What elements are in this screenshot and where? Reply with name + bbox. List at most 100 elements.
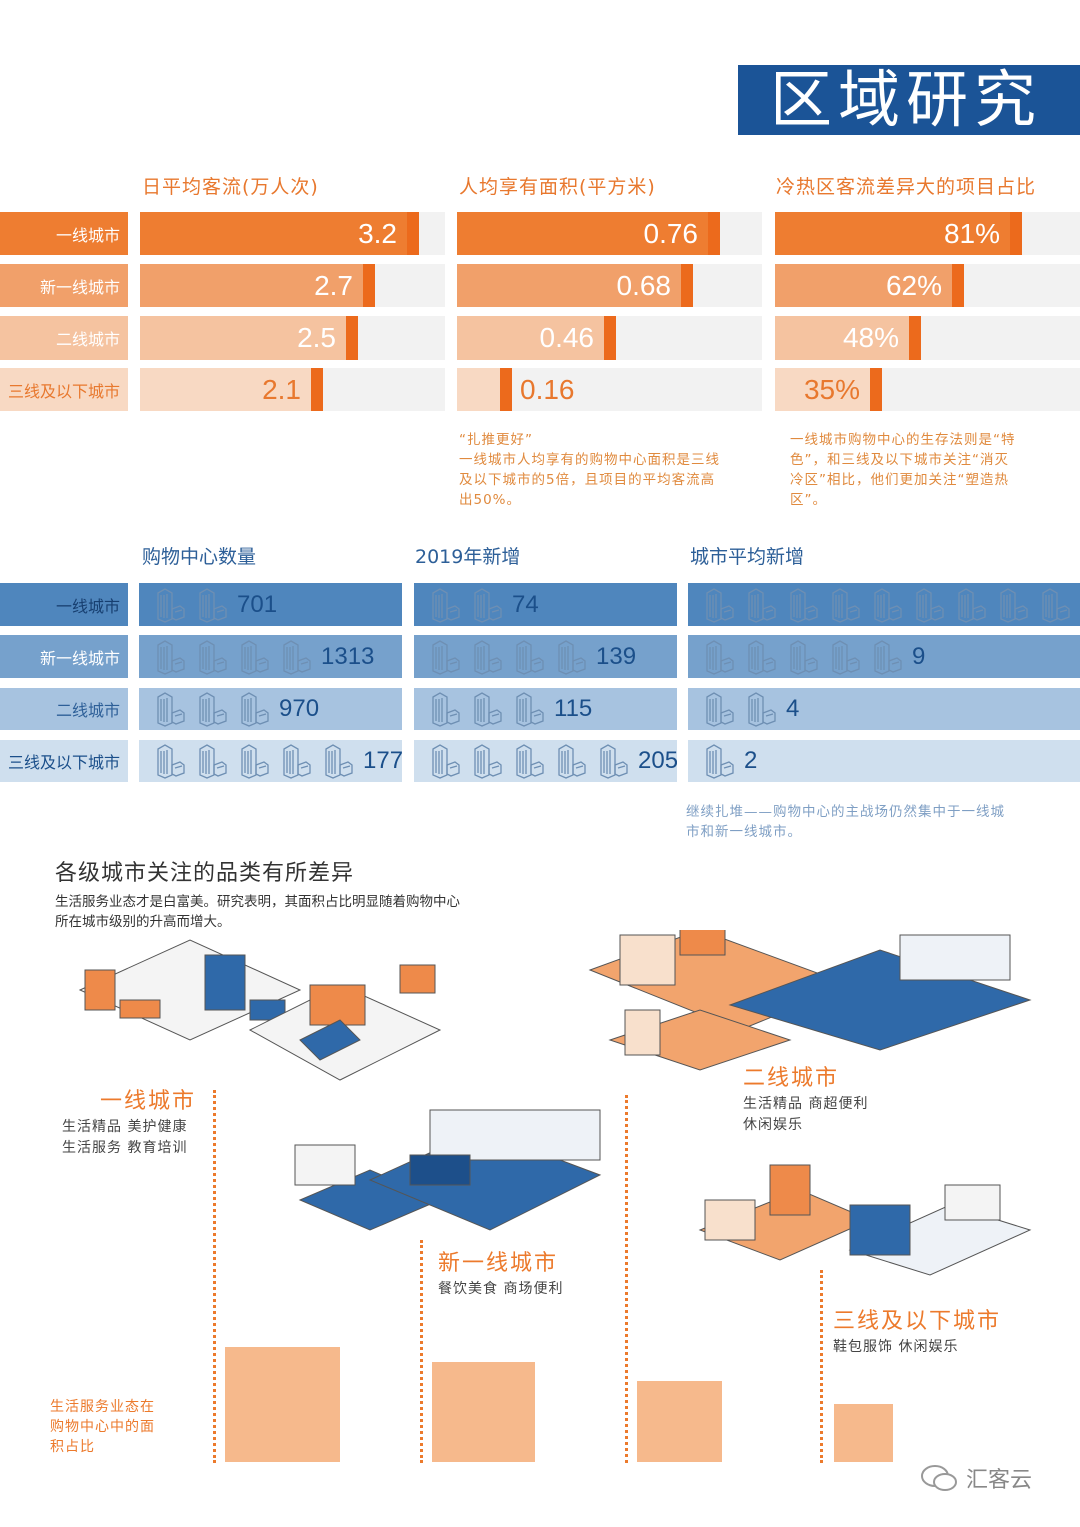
- building-icon: [958, 587, 986, 623]
- building-icon: [1000, 587, 1028, 623]
- bar: [140, 212, 419, 255]
- bar-track: 2.1: [140, 368, 445, 411]
- building-icon: [474, 744, 502, 779]
- building-icon: [241, 692, 269, 727]
- page-title: 区域研究: [770, 65, 1043, 135]
- building-icon: [748, 587, 776, 623]
- bar-end-marker: [407, 212, 419, 255]
- bar: [140, 264, 375, 307]
- note-line: “扎推更好”: [459, 432, 533, 448]
- building-icon: [432, 692, 460, 727]
- building-icon: [790, 587, 818, 623]
- table-title-new: 2019年新增: [415, 546, 521, 568]
- section-desc: 生活服务业态才是白富美。研究表明，其面积占比明显随着购物中心所在城市级别的升高而…: [55, 892, 460, 932]
- table-cell: 19: [688, 583, 1080, 626]
- category-line: 休闲娱乐: [743, 1117, 803, 1133]
- category-line: 餐饮美食 商场便利: [438, 1281, 564, 1297]
- building-icon: [706, 587, 734, 623]
- bar-track: 48%: [775, 316, 1080, 360]
- bar-track: 2.7: [140, 264, 445, 307]
- category-line: 生活精品 商超便利: [743, 1096, 869, 1112]
- desc-line: 生活服务业态才是白富美。研究表明，其面积占比明显随着购物中心: [55, 894, 460, 910]
- label-line: 生活服务业态在: [50, 1399, 155, 1415]
- store-illustration-tier2: [588, 930, 1032, 1071]
- bar-track: 62%: [775, 264, 1080, 307]
- area-share-bar: [432, 1362, 535, 1462]
- building-icon: [474, 692, 502, 727]
- dotted-guide: [420, 1240, 423, 1463]
- building-icon: [157, 744, 185, 779]
- building-icon: [748, 692, 776, 727]
- bar-value-label: 0.76: [643, 217, 699, 249]
- note-line: 区”。: [790, 492, 827, 508]
- bar: [140, 368, 323, 411]
- building-icon: [432, 587, 460, 623]
- building-icon: [432, 744, 460, 779]
- table-cell: 2: [688, 740, 1080, 782]
- category-line: 鞋包服饰 休闲娱乐: [833, 1339, 959, 1355]
- area-share-bar: [225, 1347, 340, 1462]
- bar: [457, 264, 693, 307]
- building-icon: [157, 587, 185, 623]
- building-icon: [157, 692, 185, 727]
- bar-value-label: 0.46: [539, 322, 595, 353]
- building-icon: [790, 639, 818, 675]
- dotted-guide: [213, 1090, 216, 1463]
- bar-track: 0.76: [457, 212, 762, 255]
- bar-track: 0.16: [457, 368, 762, 411]
- cell-value: 1313: [321, 642, 375, 670]
- note-line: 出50%。: [459, 492, 522, 508]
- bar-end-marker: [870, 368, 882, 411]
- bar-value-label: 62%: [885, 269, 942, 301]
- chart-title-flow: 日平均客流(万人次): [142, 176, 319, 198]
- table-cell: 970: [139, 688, 402, 730]
- bar-value-label: 2.1: [262, 373, 301, 405]
- building-icon: [283, 744, 311, 779]
- cell-value: 2: [744, 747, 758, 774]
- bar-end-marker: [681, 264, 693, 307]
- tier-name: 二线城市: [743, 1066, 840, 1091]
- label-line: 购物中心中的面: [50, 1419, 155, 1435]
- building-icon: [874, 587, 902, 623]
- tier-name: 新一线城市: [438, 1251, 559, 1276]
- bar: [775, 212, 1022, 255]
- bar-value-label: 3.2: [358, 217, 397, 249]
- building-icon: [157, 639, 185, 675]
- bar-end-marker: [604, 316, 616, 360]
- area-share-bar: [637, 1381, 722, 1462]
- table-cell: 139: [414, 635, 677, 678]
- note-line: 继续扎堆——购物中心的主战场仍然集中于一线城: [686, 804, 1005, 820]
- cell-value: 74: [512, 590, 539, 618]
- building-icon: [748, 639, 776, 675]
- table-cell: 9: [688, 635, 1080, 678]
- bar: [775, 264, 964, 307]
- note-line: 色”，和三线及以下城市关注“消灭: [790, 452, 1009, 468]
- building-icon: [199, 639, 227, 675]
- store-illustrations: [78, 930, 1032, 1276]
- building-icon: [558, 744, 586, 779]
- bar-end-marker: [311, 368, 323, 411]
- dotted-guide: [820, 1270, 823, 1463]
- building-icon: [706, 639, 734, 675]
- building-icon: [516, 744, 544, 779]
- cell-value: 139: [596, 642, 637, 670]
- cell-value: 115: [554, 695, 593, 722]
- bar-track: 3.2: [140, 212, 445, 255]
- table-title-count: 购物中心数量: [142, 546, 257, 568]
- note-line: 冷区”相比，他们更加关注“塑造热: [790, 472, 1009, 488]
- table-title-avg: 城市平均新增: [690, 546, 805, 568]
- building-icon: [199, 587, 227, 623]
- note-area: “扎推更好”一线城市人均享有的购物中心面积是三线及以下城市的5倍，且项目的平均客…: [459, 430, 720, 510]
- area-share-bar: [834, 1404, 893, 1462]
- bar-value-label: 0.68: [616, 269, 672, 301]
- row-label-blue: 二线城市: [0, 688, 128, 730]
- building-icon: [706, 744, 734, 779]
- cell-value: 701: [237, 590, 278, 618]
- tier-name: 三线及以下城市: [833, 1309, 1002, 1334]
- tier-name: 一线城市: [100, 1089, 197, 1114]
- table-cell: 205: [414, 740, 677, 782]
- table-cell: 115: [414, 688, 677, 730]
- building-icon: [241, 639, 269, 675]
- building-icon: [325, 744, 353, 779]
- bar-value-label: 35%: [803, 373, 860, 405]
